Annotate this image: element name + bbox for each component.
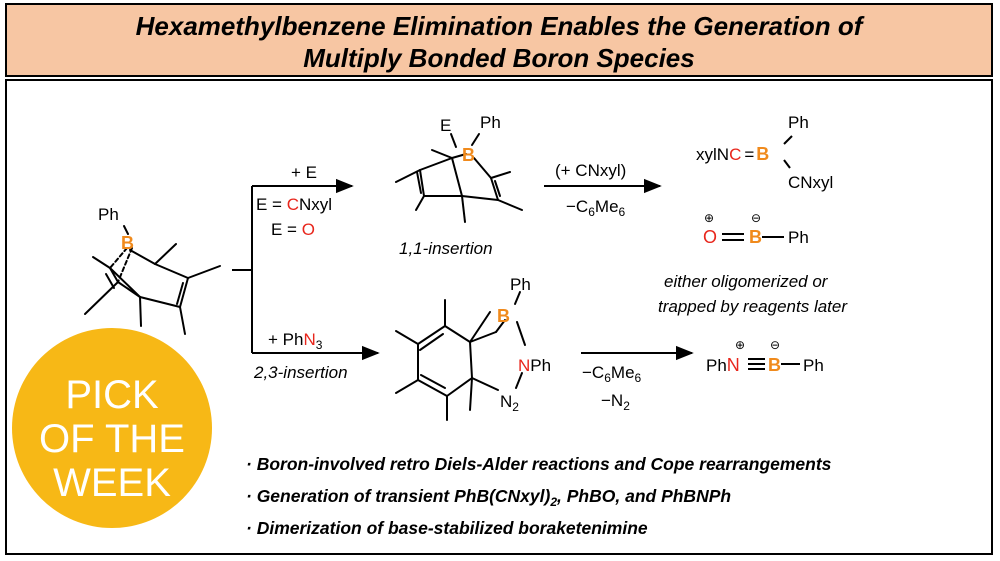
product3-minus-charge: ⊖ — [770, 338, 780, 352]
int2-n2-label: N2 — [500, 392, 519, 414]
badge-circle — [12, 328, 212, 528]
product3-ph: Ph — [803, 356, 824, 375]
route1-insertion-label: 1,1-insertion — [399, 239, 493, 258]
e-definition-cnxyl: E = CNxyl — [256, 195, 332, 214]
badge-line-3: WEEK — [53, 461, 171, 505]
route1-condition-top: (+ CNxyl) — [555, 161, 626, 180]
route2-condition-2: −N2 — [601, 391, 630, 413]
int1-e-label: E — [440, 116, 451, 135]
int2-boron-label: B — [497, 306, 510, 326]
insertion-intermediate-2 — [395, 291, 526, 421]
note-line-1: either oligomerized or — [664, 272, 829, 291]
pick-of-the-week-badge: PICK OF THE WEEK — [12, 328, 212, 528]
bullet-2: · Generation of transient PhB(CNxyl)2, P… — [246, 486, 731, 509]
badge-line-2: OF THE — [39, 417, 185, 461]
product2-minus-charge: ⊖ — [751, 211, 761, 225]
product3-boron: B — [768, 355, 781, 375]
insertion-intermediate-1 — [395, 133, 523, 223]
bullet-1: · Boron-involved retro Diels-Alder react… — [246, 454, 832, 474]
start-ph-label: Ph — [98, 205, 119, 224]
route1-condition-bottom: −C6Me6 — [566, 197, 626, 219]
product2-bonds — [722, 233, 784, 241]
int1-boron-label: B — [462, 145, 475, 165]
product2-boron: B — [749, 227, 762, 247]
int2-nph-label: NPh — [518, 356, 551, 375]
product3-plus-charge: ⊕ — [735, 338, 745, 352]
product1-cnxyl: CNxyl — [788, 173, 833, 192]
note-line-2: trapped by reagents later — [658, 297, 848, 316]
product3-left: PhN — [706, 355, 740, 375]
product1-ph: Ph — [788, 113, 809, 132]
int2-ph-label: Ph — [510, 275, 531, 294]
product1-formula: xylNC=B — [696, 144, 769, 164]
badge-line-1: PICK — [65, 373, 159, 417]
bullet-3: · Dimerization of base-stabilized borake… — [246, 518, 648, 538]
route2-condition-1: −C6Me6 — [582, 363, 642, 385]
product2-ph: Ph — [788, 228, 809, 247]
route1-reagent: + E — [291, 163, 317, 182]
product3-bonds — [748, 358, 800, 370]
product2-oxygen: O — [703, 227, 717, 247]
route2-insertion-label: 2,3-insertion — [253, 363, 348, 382]
int1-ph-label: Ph — [480, 113, 501, 132]
starting-material — [84, 225, 221, 335]
title-banner: Hexamethylbenzene Elimination Enables th… — [5, 3, 993, 77]
branch-lines — [232, 178, 694, 361]
product1-bonds — [783, 135, 793, 169]
start-boron-label: B — [121, 233, 134, 253]
e-definition-o: E = O — [271, 220, 315, 239]
title-line-1: Hexamethylbenzene Elimination Enables th… — [135, 11, 863, 41]
route2-reagent: + PhN3 — [268, 330, 323, 352]
product2-plus-charge: ⊕ — [704, 211, 714, 225]
title-line-2: Multiply Bonded Boron Species — [303, 43, 695, 73]
